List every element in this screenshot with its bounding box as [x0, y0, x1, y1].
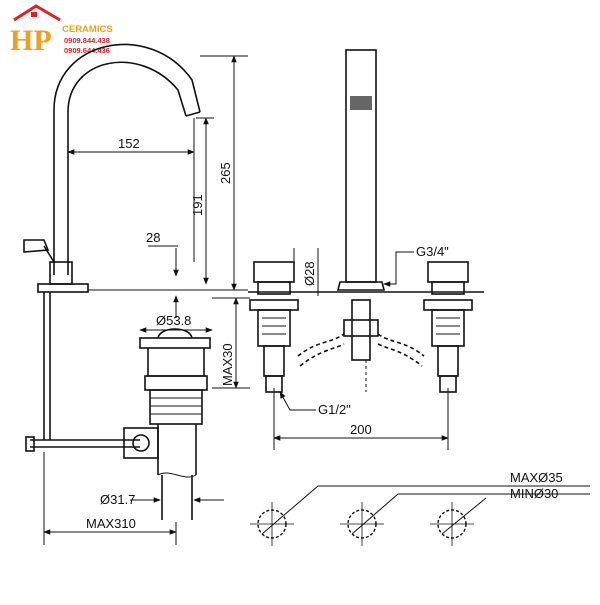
- side-view-dimensions: [43, 55, 250, 545]
- house-roof-icon: [13, 4, 61, 22]
- front-view-faucet: [248, 49, 484, 393]
- dim-max-rod: MAX310: [86, 516, 136, 531]
- dim-spout-height: 191: [190, 194, 205, 216]
- lever-handle: [23, 239, 50, 253]
- mounting-holes: [250, 485, 590, 546]
- spout-tip: [185, 111, 201, 117]
- dim-valve-spacing: 200: [350, 422, 372, 437]
- brand-logo: HP CERAMICS 0909.844.438 0909.644.436: [10, 4, 113, 57]
- dim-hole-min: MINØ30: [510, 486, 558, 501]
- logo-phone-2: 0909.644.436: [64, 46, 110, 55]
- dim-total-height: 265: [218, 162, 233, 184]
- dim-outlet-thread: G3/4": [416, 244, 449, 259]
- dim-spout-reach: 152: [118, 136, 140, 151]
- hole-left: [250, 502, 294, 546]
- spout-inner: [67, 61, 187, 275]
- right-handle: [423, 261, 473, 393]
- logo-letters: HP: [10, 24, 52, 57]
- dim-deck-gap: 28: [146, 230, 160, 245]
- deck-plate: [37, 283, 89, 293]
- dim-handle-diameter: Ø28: [302, 261, 317, 286]
- house-window-icon: [31, 12, 37, 17]
- logo-phone-1: 0909.844.438: [64, 36, 110, 45]
- front-view-dimensions: [273, 248, 449, 450]
- dim-rod-diameter: Ø31.7: [100, 492, 135, 507]
- left-handle: [249, 261, 299, 393]
- hole-center: [340, 502, 384, 546]
- dim-max-deck: MAX30: [220, 343, 235, 386]
- dim-hole-max: MAXØ35: [510, 470, 563, 485]
- dim-inlet-thread: G1/2": [318, 402, 351, 417]
- spout-column: [345, 49, 377, 283]
- drain-flange: [139, 337, 211, 349]
- drain-pivot: [123, 427, 159, 459]
- logo-brand: CERAMICS: [62, 24, 113, 35]
- spout-outer: [53, 43, 201, 275]
- dim-drain-diameter: Ø53.8: [156, 313, 191, 328]
- hole-right: [430, 502, 474, 546]
- side-view-faucet: [23, 43, 211, 520]
